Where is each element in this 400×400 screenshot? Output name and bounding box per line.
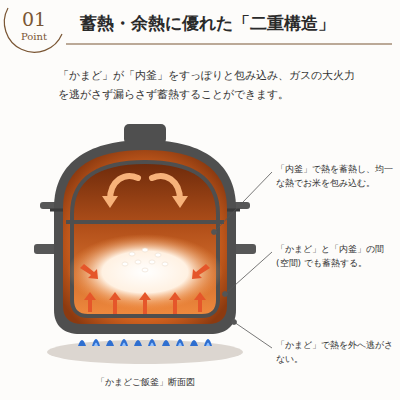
title: 蓄熱・余熱に優れた「二重構造」: [80, 12, 335, 35]
heat-cavity: [63, 150, 227, 324]
heat-arrowheads-top: [102, 196, 188, 208]
flame-cores: [94, 343, 210, 347]
heat-arrows-top: [110, 176, 180, 200]
point-number: 01: [6, 10, 62, 29]
badge: 01Point: [6, 6, 62, 54]
point-label: Point: [6, 32, 62, 42]
badge-outline: [4, 8, 62, 52]
inner-pot-rim: [66, 220, 224, 224]
callout-text: 「かまど」と「内釜」の間 (空間) でも蓄熱する。: [276, 242, 396, 270]
leader-lines: [212, 172, 273, 348]
kamado-outer: [54, 140, 236, 334]
title-underline: [66, 43, 392, 44]
base-shadow: [47, 340, 243, 364]
gas-flames: [78, 339, 212, 346]
callout-text: 「内釜」で熱を蓄熱し、均一な熱でお米を包み込む。: [276, 162, 396, 190]
heat-arrows-up: [80, 264, 210, 314]
lid-knob: [124, 124, 166, 144]
caption: 「かまどご飯釜」断面図: [65, 376, 225, 389]
callout-text: 「かまど」で熱を外へ逃がさない。: [276, 338, 396, 366]
description-text: 「かまど」が「内釜」をすっぽりと包み込み、ガスの大火力を逃がさず漏らさず蓄熱する…: [58, 66, 358, 104]
rice-grains: [122, 248, 168, 272]
